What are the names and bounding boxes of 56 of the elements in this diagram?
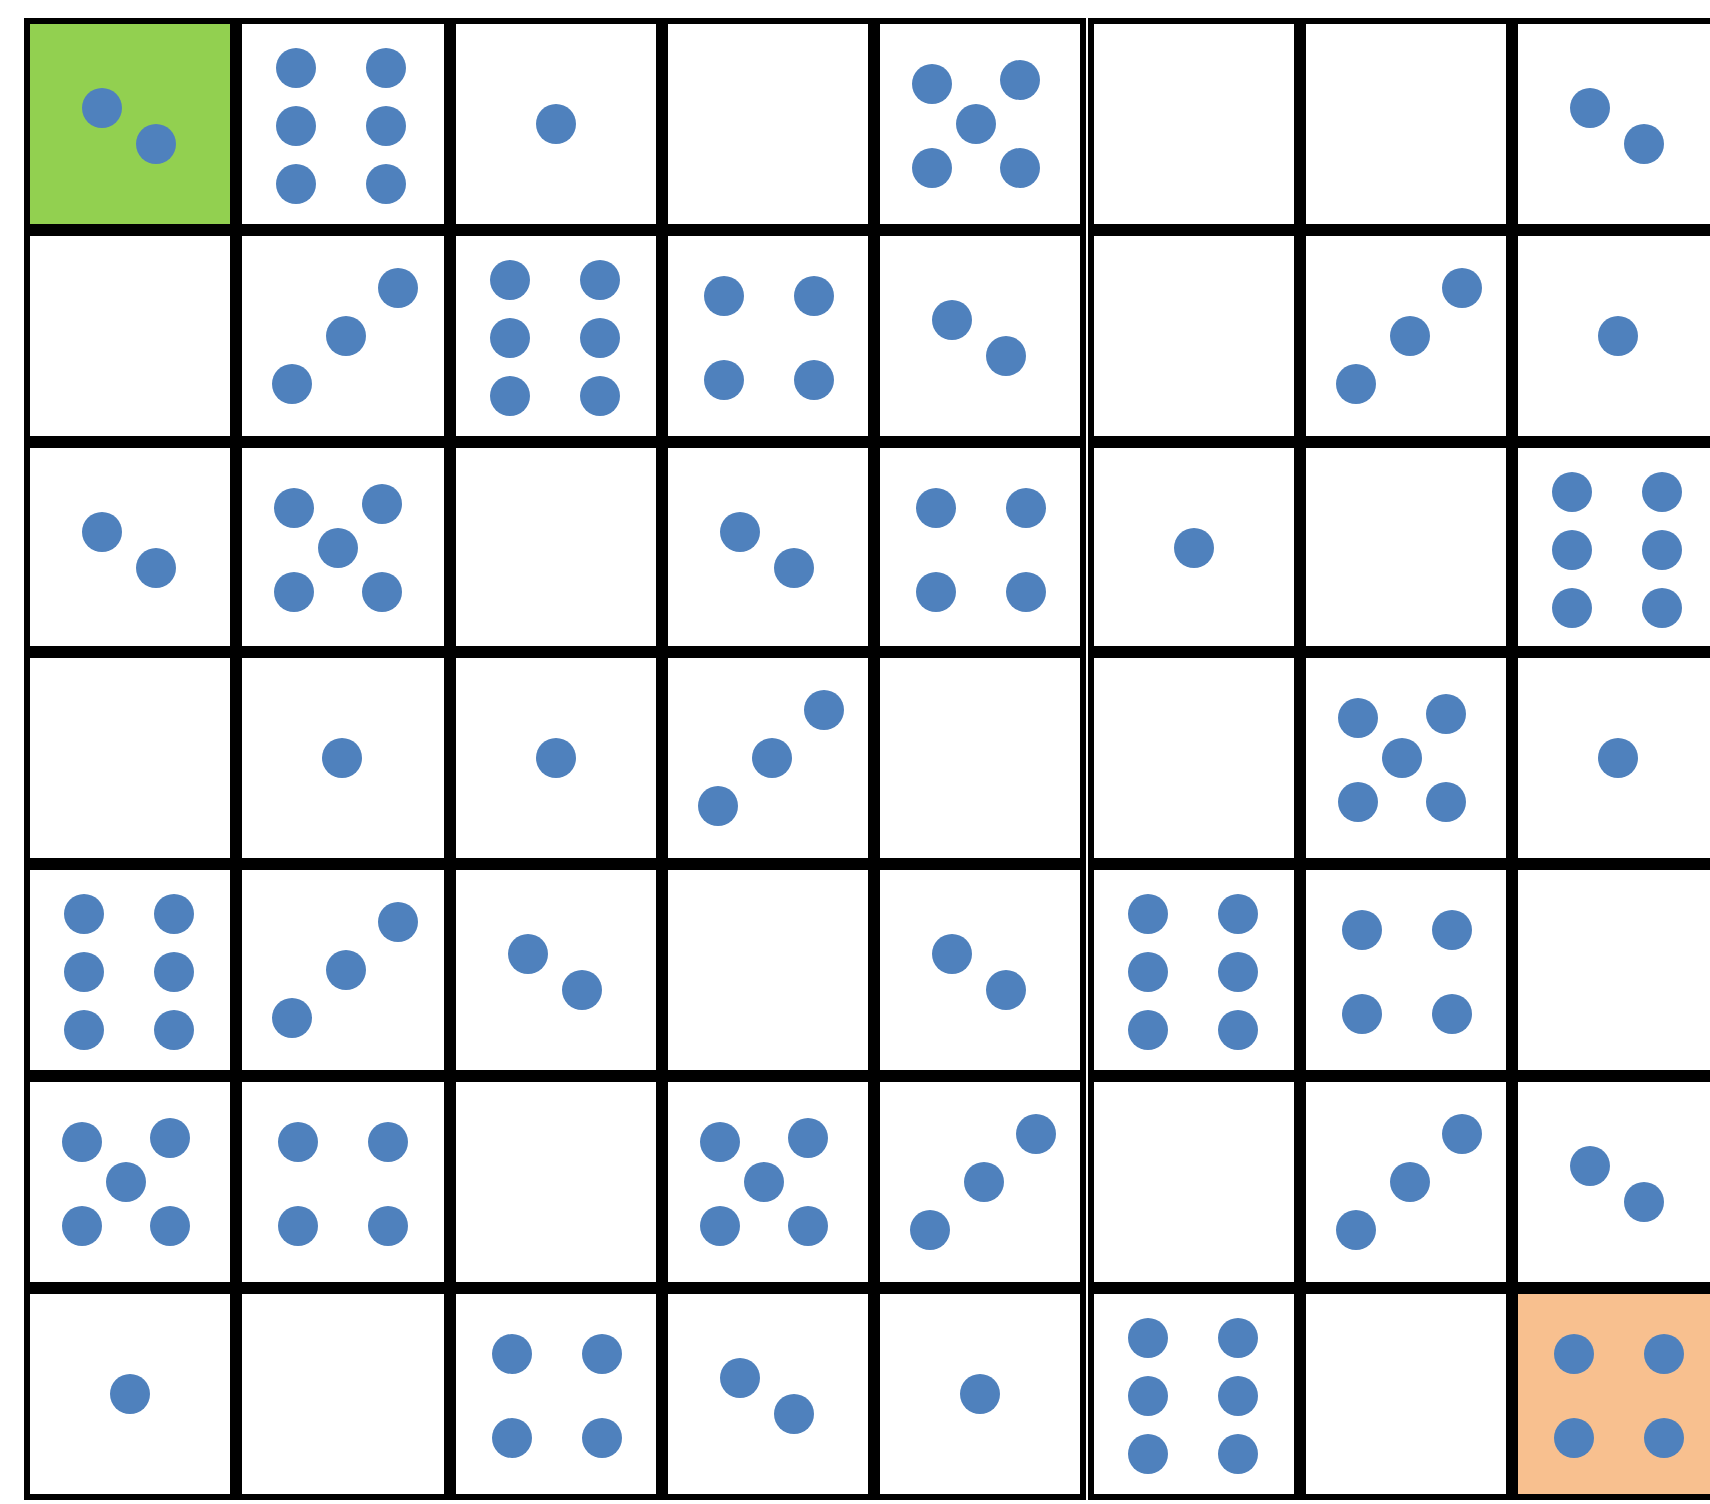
grid-cell [874, 652, 1087, 865]
grid-cell [661, 229, 875, 442]
grid-cell [449, 441, 662, 653]
grid-cell [236, 18, 450, 230]
grid-cell [661, 864, 875, 1076]
grid-cell [1299, 1287, 1513, 1500]
grid-cell [24, 441, 237, 653]
grid-cell [874, 229, 1087, 442]
grid-cell [1087, 18, 1300, 230]
grid-cell [1087, 1076, 1300, 1288]
grid-cell [24, 1287, 237, 1500]
grid-cell [24, 864, 237, 1076]
grid-cell [1512, 1076, 1710, 1288]
grid-cell [874, 1076, 1087, 1288]
grid-cell [449, 229, 662, 442]
grid-cell [1512, 652, 1710, 865]
grid-cell [449, 1287, 662, 1500]
grid-cell [1087, 1287, 1300, 1500]
grid-cell [874, 1287, 1087, 1500]
grid-cell [1512, 18, 1710, 230]
grid-cell [874, 864, 1087, 1076]
grid-cell [661, 652, 875, 865]
grid-cell [236, 229, 450, 442]
grid-cell [874, 18, 1087, 230]
grid-cell [236, 441, 450, 653]
grid-cell [1087, 441, 1300, 653]
grid-cell [1299, 864, 1513, 1076]
grid-cell [1087, 652, 1300, 865]
grid-cell [449, 652, 662, 865]
grid-cell [236, 1287, 450, 1500]
grid-cell [24, 652, 237, 865]
grid-cell [1299, 652, 1513, 865]
grid-cell [1512, 1287, 1710, 1500]
grid-cell [236, 864, 450, 1076]
grid-cell [236, 1076, 450, 1288]
grid-cell [1299, 441, 1513, 653]
grid-cell [661, 1287, 875, 1500]
grid-cell [661, 1076, 875, 1288]
grid-cell [449, 1076, 662, 1288]
grid-cell [24, 229, 237, 442]
grid-cell [874, 441, 1087, 653]
grid-cell [236, 652, 450, 865]
grid-cell [1512, 229, 1710, 442]
grid-cell [1512, 864, 1710, 1076]
grid-cell [1299, 18, 1513, 230]
grid-cell [449, 864, 662, 1076]
grid-cell [449, 18, 662, 230]
grid-cell [661, 18, 875, 230]
grid-cell [1299, 1076, 1513, 1288]
grid-cell [24, 1076, 237, 1288]
grid-cell [661, 441, 875, 653]
grid-cell [1299, 229, 1513, 442]
grid-cell [1512, 441, 1710, 653]
grid-cell [1087, 229, 1300, 442]
grid-cell [1087, 864, 1300, 1076]
grid-cell [24, 18, 237, 230]
